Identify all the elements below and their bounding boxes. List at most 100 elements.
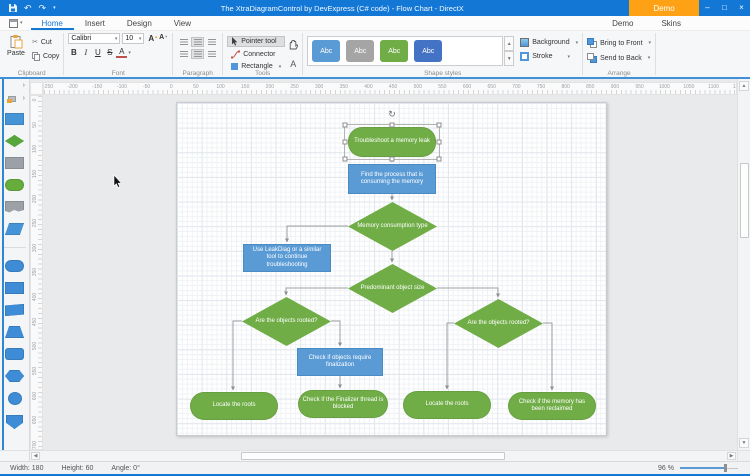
tab-demo[interactable]: Demo — [612, 18, 634, 28]
scroll-down-icon[interactable]: ▼ — [739, 438, 749, 448]
shape-style-swatch-1[interactable]: Abc — [312, 40, 341, 62]
cut-button[interactable]: ✂Cut — [32, 38, 52, 47]
horizontal-scrollbar[interactable]: ◀ ▶ — [30, 451, 737, 461]
selection-handle[interactable] — [436, 122, 442, 128]
connector-8[interactable] — [331, 320, 342, 347]
selection-handle[interactable] — [436, 156, 442, 162]
palette-shape-decision[interactable] — [5, 135, 24, 147]
vertical-scrollbar-thumb[interactable] — [740, 163, 749, 238]
connector-tool-button[interactable]: Connector — [227, 49, 285, 60]
background-button[interactable]: Background▾ — [520, 38, 578, 47]
tab-view[interactable]: View — [173, 18, 191, 28]
connector-10[interactable] — [445, 322, 454, 390]
font-family-combobox[interactable]: Calibri▾ — [68, 33, 121, 44]
connector-3[interactable] — [285, 225, 348, 243]
tab-home[interactable]: Home — [31, 16, 74, 30]
bold-button[interactable]: B — [70, 48, 77, 57]
palette-shape-document[interactable] — [5, 201, 24, 213]
qat-customize-icon[interactable]: ▾ — [53, 5, 56, 11]
shape-style-swatch-2[interactable]: Abc — [346, 40, 375, 62]
selection-handle[interactable] — [436, 139, 442, 145]
palette-shape-terminator[interactable] — [5, 179, 24, 191]
palette-shape-ellipse[interactable] — [7, 392, 22, 405]
shapes-panel-collapse[interactable]: › — [0, 79, 29, 92]
scroll-left-icon[interactable]: ◀ — [31, 452, 40, 460]
connector-11[interactable] — [543, 322, 554, 391]
font-size-combobox[interactable]: 10▾ — [122, 33, 145, 44]
gallery-down-icon[interactable]: ▼ — [504, 51, 515, 66]
tab-skins[interactable]: Skins — [661, 18, 681, 28]
selection-handle[interactable] — [342, 122, 348, 128]
node-locate-roots-left[interactable]: Locate the roots — [190, 392, 278, 420]
align-middle-button[interactable] — [191, 37, 205, 47]
align-right-button[interactable] — [205, 49, 218, 59]
save-icon[interactable] — [9, 4, 17, 12]
pointer-tool-button[interactable]: Pointer tool — [227, 36, 286, 47]
bring-to-front-button[interactable]: Bring to Front▾ — [587, 38, 651, 48]
align-left-button[interactable] — [177, 49, 190, 59]
send-to-back-button[interactable]: Send to Back▾ — [587, 53, 651, 63]
connector-6[interactable] — [437, 287, 500, 298]
palette-shape-rounded-square[interactable] — [5, 348, 24, 360]
paste-button[interactable]: Paste — [4, 33, 28, 67]
node-check-finalization[interactable]: Check if objects require finalization — [297, 348, 383, 376]
align-center-button[interactable] — [191, 49, 205, 59]
tab-design[interactable]: Design — [126, 18, 152, 28]
copy-button[interactable]: Copy — [32, 51, 59, 61]
close-icon[interactable]: × — [739, 3, 744, 12]
node-troubleshoot[interactable]: Troubleshoot a memory leak — [348, 127, 436, 157]
maximize-icon[interactable]: □ — [722, 3, 727, 12]
node-find-process[interactable]: Find the process that is consuming the m… — [348, 164, 436, 194]
selection-handle[interactable] — [342, 156, 348, 162]
minimize-icon[interactable]: – — [705, 3, 710, 12]
diagram-canvas[interactable]: Troubleshoot a memory leak ↻ Find the proc… — [43, 95, 737, 450]
application-menu-button[interactable]: ▾ — [9, 16, 23, 30]
connector-7[interactable] — [231, 320, 242, 391]
palette-shape-rectangle[interactable] — [5, 282, 24, 294]
connector-5[interactable] — [284, 287, 348, 296]
zoom-slider-thumb[interactable] — [724, 464, 727, 472]
rotation-handle[interactable]: ↻ — [388, 109, 396, 119]
align-top-button[interactable] — [177, 37, 190, 47]
palette-shape-rounded-rectangle[interactable] — [5, 260, 24, 272]
grow-font-button[interactable]: A▲ — [148, 34, 159, 43]
node-locate-roots-right[interactable]: Locate the roots — [403, 391, 491, 419]
palette-shape-hexagon[interactable] — [5, 370, 24, 382]
selection-handle[interactable] — [389, 156, 395, 162]
shape-style-swatch-4[interactable]: Abc — [414, 40, 443, 62]
selection-handle[interactable] — [342, 139, 348, 145]
shrink-font-button[interactable]: A▼ — [159, 34, 169, 41]
stroke-button[interactable]: Stroke▾ — [520, 52, 578, 61]
palette-shape-predefined-process[interactable] — [5, 157, 24, 169]
scroll-right-icon[interactable]: ▶ — [727, 452, 736, 460]
node-finalizer-blocked[interactable]: Check if the Finalizer thread is blocked — [298, 390, 388, 418]
horizontal-scrollbar-thumb[interactable] — [241, 452, 505, 460]
font-color-button[interactable]: A — [116, 47, 128, 58]
palette-shape-pentagon-down[interactable] — [6, 415, 23, 429]
scroll-up-icon[interactable]: ▲ — [739, 81, 749, 91]
italic-button[interactable]: I — [84, 48, 88, 57]
font-color-dropdown-icon[interactable]: ▾ — [128, 49, 131, 56]
zoom-slider[interactable] — [680, 464, 738, 472]
align-bottom-button[interactable] — [205, 37, 218, 47]
strikethrough-button[interactable]: S — [107, 48, 113, 57]
vertical-scrollbar[interactable]: ▲ ▼ — [737, 79, 750, 450]
redo-icon[interactable]: ↷ — [38, 3, 47, 13]
tab-insert[interactable]: Insert — [84, 18, 105, 28]
text-tool-button[interactable]: A — [290, 59, 297, 69]
undo-icon[interactable]: ↶ — [24, 3, 32, 13]
node-use-leakdiag[interactable]: Use LeakDiag or a similar tool to contin… — [243, 244, 331, 272]
shape-style-swatch-3[interactable]: Abc — [380, 40, 409, 62]
selection-handle[interactable] — [389, 122, 395, 128]
palette-shape-trapezoid[interactable] — [5, 326, 24, 338]
shapes-group-header[interactable]: › — [0, 92, 29, 105]
demo-ribbon-button[interactable]: Demo — [629, 0, 699, 16]
pan-tool-button[interactable] — [288, 37, 299, 55]
rectangle-tool-button[interactable]: Rectangle▾ — [227, 62, 285, 71]
gallery-up-icon[interactable]: ▲ — [504, 36, 515, 51]
node-memory-reclaimed[interactable]: Check if the memory has been reclaimed — [508, 392, 596, 420]
underline-button[interactable]: U — [94, 48, 101, 57]
palette-shape-flag[interactable] — [5, 304, 24, 316]
palette-shape-data[interactable] — [5, 223, 24, 235]
palette-shape-process[interactable] — [5, 113, 24, 125]
